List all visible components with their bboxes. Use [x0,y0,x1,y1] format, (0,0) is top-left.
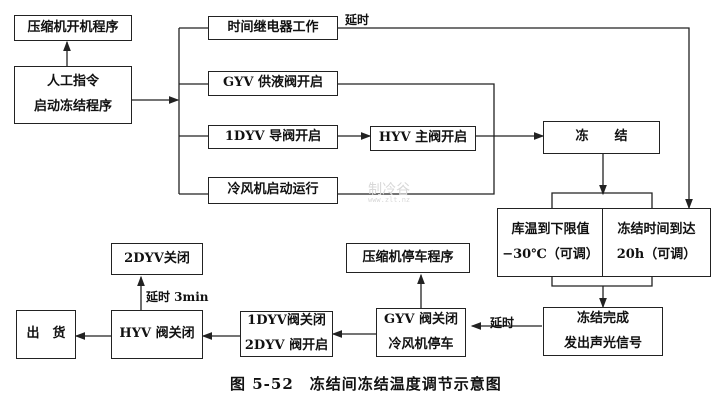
node-label: 2DYV 阀开启 [244,338,329,353]
node-freeze-done: 冻结完成 发出声光信号 [543,307,663,356]
delay-3min-label: 延时 3min [146,290,209,304]
node-fan-start: 冷风机启动运行 [208,177,338,204]
node-1dyv-open: 1DYV 导阀开启 [208,125,338,149]
node-2dyv-close: 2DYV关闭 [111,243,203,275]
node-label: 发出声光信号 [563,335,642,351]
node-temp-limit: 库温到下限值 −30℃（可调） [497,208,604,277]
node-label: 1DYV阀关闭 [247,313,326,329]
node-label: HYV 主阀开启 [378,130,468,146]
node-freeze: 冻 结 [543,121,660,154]
node-time-reached: 冻结时间到达 20h（可调） [602,208,711,277]
node-label: GYV 阀关闭 [384,311,458,327]
node-manual-command: 人工指令 启动冻结程序 [14,66,132,124]
node-hyv-open: HYV 主阀开启 [370,126,476,151]
node-timer-relay: 时间继电器工作 [208,16,338,40]
node-dyv-switch: 1DYV阀关闭 2DYV 阀开启 [240,311,333,357]
node-label: HYV 阀关闭 [119,326,195,342]
node-ship-out: 出 货 [16,310,76,359]
node-label: 冻 结 [575,129,628,145]
node-label: 出 货 [26,326,66,342]
node-label: 库温到下限值 [511,221,590,237]
node-label: 时间继电器工作 [227,19,319,35]
delay-label-bottom: 延时 [490,316,515,330]
timer-delay-line [338,27,693,210]
watermark-url: www.zlt.nz [368,196,411,204]
node-label: 压缩机停车程序 [362,249,454,265]
node-label: 冷风机停车 [388,336,454,352]
node-hyv-close: HYV 阀关闭 [111,310,203,359]
watermark: 制冷谷 www.zlt.nz [368,183,410,204]
delay-label-top: 延时 [345,13,370,27]
node-label: 20h（可调） [616,246,697,262]
node-gyv-open: GYV 供液阀开启 [208,71,338,96]
node-label: 冷风机启动运行 [227,182,319,198]
node-compressor-stop: 压缩机停车程序 [346,243,470,273]
node-label: 冻结完成 [576,310,629,326]
node-label: 压缩机开机程序 [27,19,119,35]
node-gyv-close: GYV 阀关闭 冷风机停车 [376,308,466,357]
node-label: 1DYV 导阀开启 [224,128,322,144]
figure-caption: 图 5-52 冻结间冻结温度调节示意图 [230,375,502,393]
node-label: 冻结时间到达 [617,221,696,237]
node-label: GYV 供液阀开启 [223,75,323,91]
node-label: 启动冻结程序 [33,99,112,114]
watermark-name: 制冷谷 [368,182,411,198]
node-label: 人工指令 [46,74,99,90]
node-compressor-start: 压缩机开机程序 [14,15,132,41]
node-label: −30℃（可调） [502,246,599,262]
node-label: 2DYV关闭 [124,250,190,266]
